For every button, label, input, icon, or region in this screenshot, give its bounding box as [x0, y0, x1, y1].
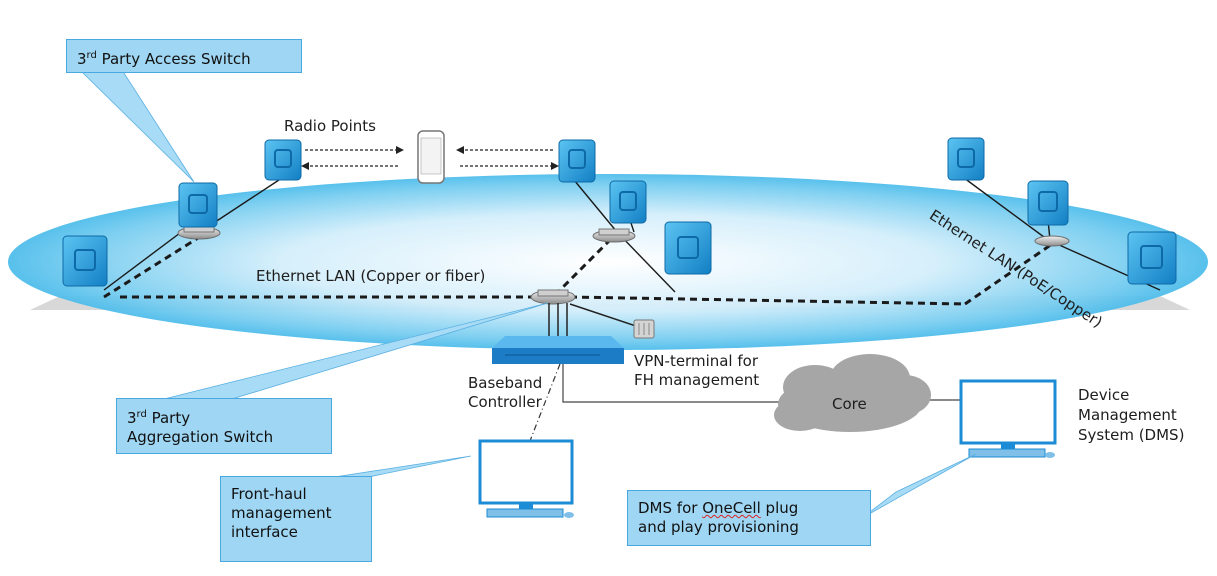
- callout-text: Party: [146, 409, 191, 427]
- callout-aggregation-switch: 3rd Party Aggregation Switch: [116, 398, 332, 454]
- access-switch-center: [592, 228, 636, 243]
- radio-point-2: [178, 182, 218, 228]
- radio-point-6: [664, 221, 712, 275]
- label-dms-3: System (DMS): [1078, 426, 1185, 444]
- radio-link-arrows: [305, 149, 555, 167]
- callout-sup: rd: [136, 409, 147, 420]
- callout-text: 3: [77, 50, 87, 68]
- label-ethernet-lan-left: Ethernet LAN (Copper or fiber): [256, 267, 486, 285]
- access-switch-right: [1034, 235, 1070, 247]
- callout-text: management: [231, 504, 332, 522]
- label-dms-2: Management: [1078, 406, 1177, 424]
- aggregation-switch: [530, 289, 576, 305]
- trunk-links: [103, 235, 1056, 306]
- baseband-controller: [492, 336, 624, 364]
- radio-point-5: [609, 180, 647, 224]
- label-dms-1: Device: [1078, 386, 1130, 404]
- label-vpn-2: FH management: [634, 371, 760, 389]
- lan-ellipse: [8, 174, 1208, 350]
- callout-fronthaul: Front-haul management interface: [220, 476, 372, 562]
- label-radio-points: Radio Points: [284, 117, 376, 135]
- radio-point-1: [62, 235, 108, 287]
- radio-point-7: [947, 137, 985, 181]
- core-link: [562, 364, 964, 403]
- access-switch-left: [177, 225, 221, 240]
- core-cloud: [774, 354, 931, 432]
- controller-uplinks: [548, 303, 637, 336]
- fronthaul-link: [527, 363, 561, 447]
- smartphone-icon: [417, 130, 445, 184]
- arrow-heads: [301, 146, 559, 170]
- callout-text: interface: [231, 523, 298, 541]
- callout-dms-provisioning: DMS for OneCell plug and play provisioni…: [627, 490, 871, 546]
- radio-point-9: [1127, 231, 1177, 285]
- radio-point-4: [558, 139, 596, 183]
- callout-text: and play provisioning: [638, 518, 799, 536]
- radio-point-3: [264, 139, 302, 181]
- vpn-terminal-icon: [633, 319, 655, 339]
- radio-point-8: [1027, 180, 1069, 226]
- callout-sup: rd: [86, 50, 97, 61]
- label-core: Core: [832, 395, 867, 413]
- label-baseband-2: Controller: [468, 393, 542, 411]
- callout-text: 3: [127, 409, 137, 427]
- callout-text: DMS for: [638, 499, 703, 517]
- label-baseband-1: Baseband: [468, 374, 543, 392]
- callout-text: OneCell: [702, 499, 761, 517]
- callout-access-switch: 3rd Party Access Switch: [66, 39, 302, 73]
- callout-text: Party Access Switch: [96, 50, 251, 68]
- label-vpn-1: VPN-terminal for: [634, 352, 758, 370]
- callout-text: Aggregation Switch: [127, 428, 274, 446]
- fronthaul-monitor-icon: [478, 439, 574, 518]
- callout-text: plug: [760, 499, 799, 517]
- callout-text: Front-haul: [231, 485, 307, 503]
- dms-monitor-icon: [959, 379, 1057, 458]
